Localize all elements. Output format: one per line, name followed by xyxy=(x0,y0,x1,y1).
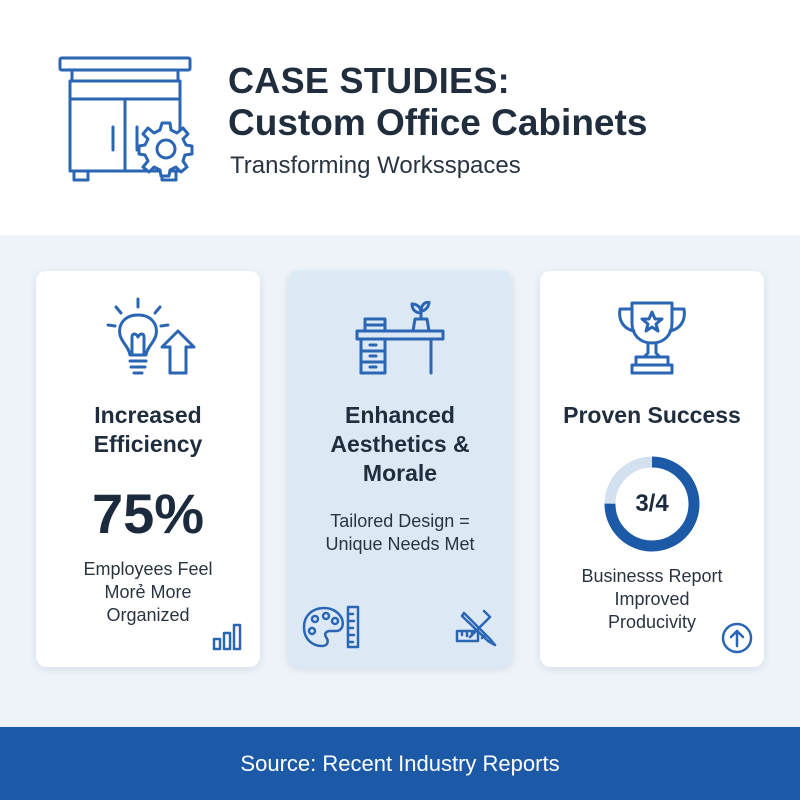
card-text-line: Producivity xyxy=(607,612,697,632)
card-description: Tailored Design = Unique Needs Met xyxy=(288,510,512,556)
page-title: Custom Office Cabinets xyxy=(228,102,648,143)
card-title: Enhanced Aesthetics & Morale xyxy=(288,401,512,488)
card-title-line: Enhanced xyxy=(345,402,455,428)
card-aesthetics: Enhanced Aesthetics & Morale Tailored De… xyxy=(288,271,512,667)
card-text-line: Employees Feel xyxy=(83,559,213,579)
footer: Source: Recent Industry Reports xyxy=(0,727,800,800)
card-text-line: Organized xyxy=(106,605,190,625)
source-note: Source: Recent Industry Reports xyxy=(240,751,560,776)
card-title: Proven Success xyxy=(540,401,764,430)
card-success: Proven Success 3/4 Businesss Report Impr… xyxy=(540,271,764,667)
bar-chart-icon xyxy=(212,623,242,651)
card-title-line: Morale xyxy=(362,460,438,486)
page-subtitle: Transforming Worksspaces xyxy=(230,152,521,179)
card-title-line: Aesthetics & xyxy=(330,431,470,457)
pencil-ruler-icon xyxy=(455,609,497,647)
card-title-line: Efficiency xyxy=(93,431,203,457)
card-text-line: Tailored Design = xyxy=(330,511,470,531)
card-efficiency: Increased Efficiency 75% Employees Feel … xyxy=(36,271,260,667)
header: CASE STUDIES: Custom Office Cabinets Tra… xyxy=(0,0,800,235)
success-ratio: 3/4 xyxy=(635,490,669,517)
card-text-line: Improved xyxy=(614,589,690,609)
trophy-icon xyxy=(618,301,686,375)
donut-chart xyxy=(604,456,700,552)
arrow-up-circle-icon xyxy=(721,622,753,654)
donut-progress-arc xyxy=(604,456,700,552)
card-text-line: Businesss Report xyxy=(581,566,723,586)
stat-value: 75% xyxy=(91,482,205,545)
page-title-prefix: CASE STUDIES: xyxy=(228,60,510,101)
card-description: Employees Feel Morẻ More Organized xyxy=(36,558,260,627)
palette-ruler-icon xyxy=(302,605,360,649)
card-text-line: Unique Needs Met xyxy=(325,534,475,554)
cabinet-gear-icon xyxy=(58,56,194,182)
desk-plant-icon xyxy=(355,301,445,375)
card-text-line: Morẻ More xyxy=(104,582,192,602)
success-ratio-donut: 3/4 xyxy=(602,454,702,554)
card-description: Businesss Report Improved Producivity xyxy=(540,565,764,634)
lightbulb-arrow-icon xyxy=(106,297,196,375)
card-title: Increased Efficiency xyxy=(36,401,260,459)
card-title-line: Proven Success xyxy=(563,402,741,428)
card-title-line: Increased xyxy=(94,402,202,428)
